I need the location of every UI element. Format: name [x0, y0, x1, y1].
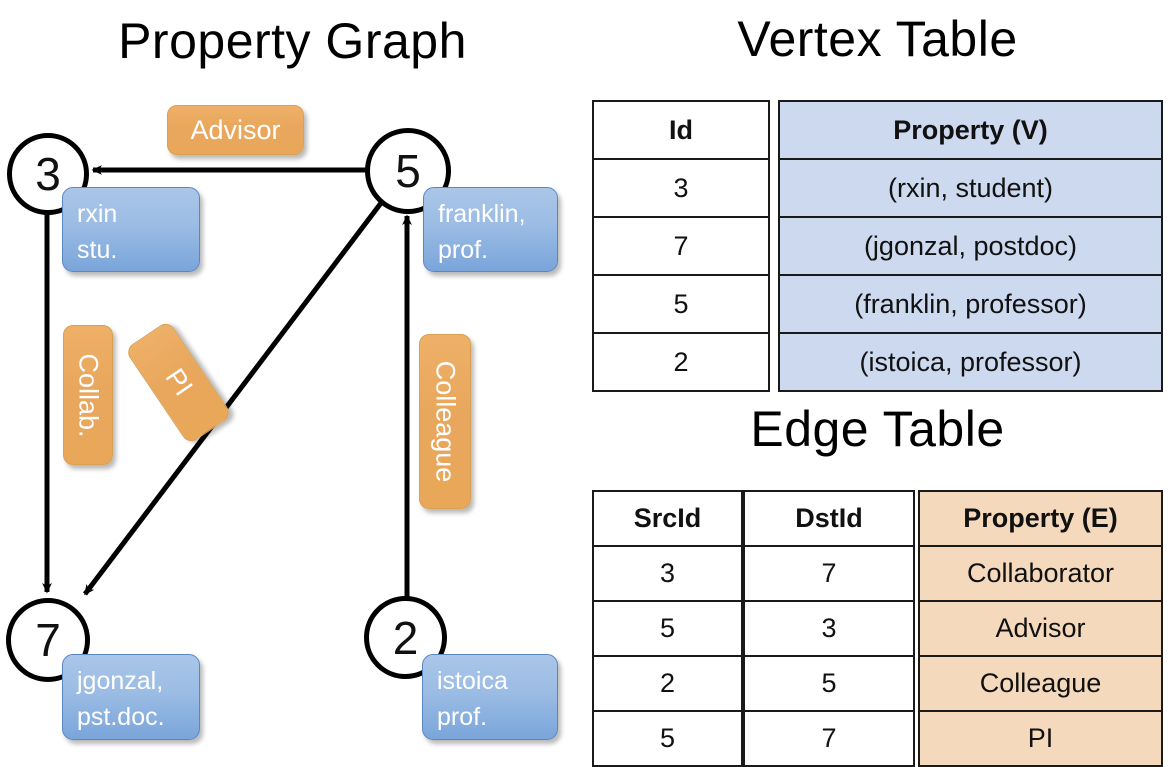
graph-node-2-label: 2	[392, 611, 419, 664]
graph-node-7-property-box: jgonzal, pst.doc.	[62, 654, 200, 740]
table-row: 5	[592, 710, 743, 767]
edge-cell-property: PI	[918, 710, 1163, 767]
graph-node-2-property-box: istoica prof.	[422, 654, 558, 740]
graph-node-2-property-line1: istoica	[437, 667, 508, 695]
table-header-row: Property (E)	[918, 490, 1163, 547]
table-row: (franklin, professor)	[778, 274, 1163, 334]
graph-node-5-label: 5	[395, 145, 421, 197]
edge-header-dstid: DstId	[743, 490, 915, 547]
vertex-cell-property: (rxin, student)	[778, 158, 1163, 218]
table-row: 3	[592, 545, 743, 602]
edge-label-advisor-text: Advisor	[190, 114, 281, 145]
graph-node-2-property-line2: prof.	[437, 702, 488, 731]
graph-edges-svg	[42, 165, 412, 600]
table-row: (rxin, student)	[778, 158, 1163, 218]
table-row: Colleague	[918, 655, 1163, 712]
graph-node-3-label: 3	[35, 148, 61, 200]
page-title-vertex-table: Vertex Table	[737, 11, 1018, 67]
graph-node-3-property-box: rxin stu.	[62, 187, 200, 272]
table-row: 3	[592, 158, 770, 218]
page-title-property-graph: Property Graph	[118, 13, 467, 69]
graph-node-7-label: 7	[35, 614, 61, 666]
table-row: (istoica, professor)	[778, 332, 1163, 392]
vertex-cell-id: 5	[592, 274, 770, 334]
table-row: Collaborator	[918, 545, 1163, 602]
vertex-cell-property: (franklin, professor)	[778, 274, 1163, 334]
vertex-header-property: Property (V)	[778, 100, 1163, 160]
graph-node-2[interactable]: 2	[364, 596, 447, 679]
table-row: 7	[592, 216, 770, 276]
edge-header-srcid: SrcId	[592, 490, 743, 547]
table-row: 2	[592, 655, 743, 712]
edge-cell-dstid: 7	[743, 545, 915, 602]
graph-node-7-property-line2: pst.doc.	[77, 702, 165, 731]
edge-cell-dstid: 5	[743, 655, 915, 712]
edge-cell-srcid: 5	[592, 710, 743, 767]
edge-cell-srcid: 2	[592, 655, 743, 712]
edge-5-to-7-pi	[83, 201, 383, 596]
table-row: 7	[743, 710, 915, 767]
edge-cell-srcid: 5	[592, 600, 743, 657]
vertex-cell-id: 3	[592, 158, 770, 218]
edge-table-dstid-column: DstId 7 3 5 7	[743, 490, 915, 767]
edge-cell-property: Advisor	[918, 600, 1163, 657]
graph-node-5[interactable]: 5	[365, 128, 451, 214]
page-title-edge-table: Edge Table	[750, 401, 1005, 457]
edge-label-advisor: Advisor	[167, 105, 304, 155]
vertex-header-id: Id	[592, 100, 770, 160]
graph-node-5-property-line1: franklin,	[438, 200, 526, 228]
table-header-row: SrcId	[592, 490, 743, 547]
edge-table-srcid-column: SrcId 3 5 2 5	[592, 490, 743, 767]
graph-node-3-property-line1: rxin	[77, 200, 118, 228]
edge-cell-dstid: 7	[743, 710, 915, 767]
table-row: 5	[592, 600, 743, 657]
property-graph-diagram: 3 rxin stu. 5 franklin, prof. 7 jgonzal,…	[0, 0, 585, 760]
table-row: 5	[743, 655, 915, 712]
vertex-cell-id: 2	[592, 332, 770, 392]
graph-node-5-property-box: franklin, prof.	[423, 187, 558, 272]
table-row: (jgonzal, postdoc)	[778, 216, 1163, 276]
vertex-table-id-column: Id 3 7 5 2	[592, 100, 770, 392]
graph-node-5-property-line2: prof.	[438, 235, 489, 264]
edge-cell-property: Colleague	[918, 655, 1163, 712]
edge-cell-property: Collaborator	[918, 545, 1163, 602]
edge-cell-dstid: 3	[743, 600, 915, 657]
table-row: 3	[743, 600, 915, 657]
vertex-cell-property: (jgonzal, postdoc)	[778, 216, 1163, 276]
edge-label-collab: Collab.	[63, 325, 113, 465]
edge-header-property: Property (E)	[918, 490, 1163, 547]
graph-node-3-property-line2: stu.	[77, 235, 118, 264]
edge-label-colleague: Colleague	[419, 334, 471, 509]
edge-cell-srcid: 3	[592, 545, 743, 602]
edge-table-property-column: Property (E) Collaborator Advisor Collea…	[918, 490, 1163, 767]
table-row: 2	[592, 332, 770, 392]
edge-label-collab-text: Collab.	[73, 352, 104, 438]
table-row: 7	[743, 545, 915, 602]
vertex-cell-id: 7	[592, 216, 770, 276]
edge-label-colleague-text: Colleague	[430, 360, 461, 483]
table-header-row: Property (V)	[778, 100, 1163, 160]
graph-node-7-property-line1: jgonzal,	[77, 667, 164, 695]
table-row: PI	[918, 710, 1163, 767]
table-header-row: Id	[592, 100, 770, 160]
table-row: Advisor	[918, 600, 1163, 657]
edge-label-pi-text: PI	[159, 363, 199, 402]
table-header-row: DstId	[743, 490, 915, 547]
vertex-cell-property: (istoica, professor)	[778, 332, 1163, 392]
table-row: 5	[592, 274, 770, 334]
vertex-table-property-column: Property (V) (rxin, student) (jgonzal, p…	[778, 100, 1163, 392]
